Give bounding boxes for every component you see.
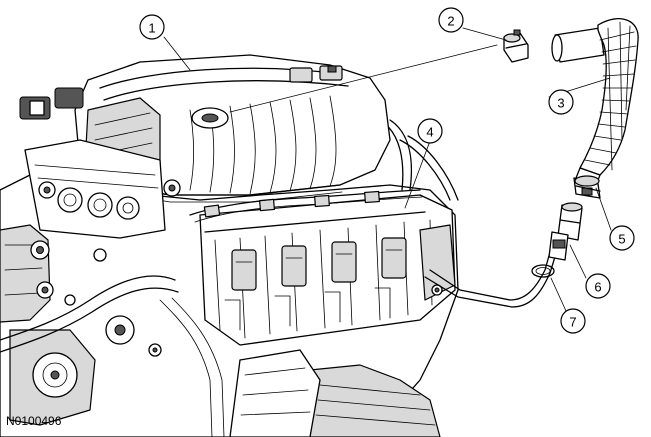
- pcv-valve: [548, 202, 583, 261]
- callout-7: 7: [560, 308, 586, 334]
- callout-7-label: 7: [569, 315, 576, 330]
- figure-id: N0100496: [6, 414, 62, 428]
- valve-cover: [199, 194, 456, 346]
- callout-1: 1: [139, 14, 165, 40]
- callout-4-label: 4: [426, 125, 433, 140]
- hose-clamp-upper: [503, 29, 529, 63]
- callout-3: 3: [548, 89, 574, 115]
- pcv-hose: [551, 18, 639, 186]
- callout-3-label: 3: [557, 96, 564, 111]
- wiring-harness: [189, 119, 423, 223]
- o-ring: [531, 264, 555, 278]
- callout-2-label: 2: [447, 14, 454, 29]
- pcv-tube: [399, 135, 559, 308]
- callout-6-label: 6: [594, 280, 601, 295]
- callout-5: 5: [609, 225, 635, 251]
- callout-6: 6: [585, 273, 611, 299]
- callout-4: 4: [417, 118, 443, 144]
- front-bracket: [24, 139, 181, 239]
- callout-5-label: 5: [618, 232, 625, 247]
- callout-2: 2: [438, 7, 464, 33]
- callout-1-label: 1: [148, 21, 155, 36]
- hose-clamp-lower: [573, 175, 601, 199]
